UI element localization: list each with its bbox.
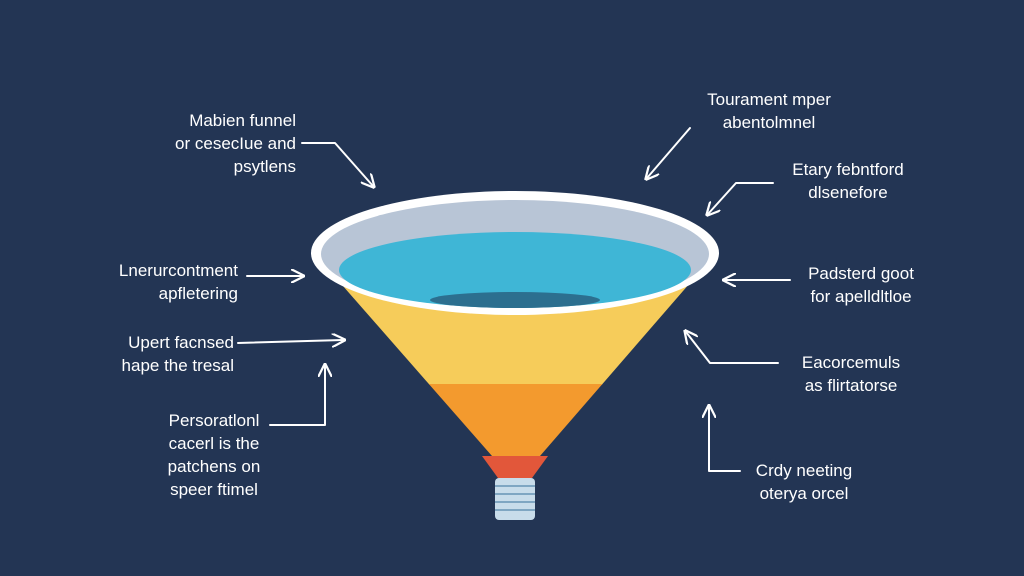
label-mid-right: Padsterd goot for apelldltloe: [790, 262, 932, 308]
label-line: dlsenefore: [808, 183, 888, 202]
label-top-right: Tourament mper abentolmnel: [686, 88, 852, 134]
arrow-upper-right: [708, 182, 774, 214]
label-line: Upert facnsed: [128, 333, 234, 352]
label-line: Crdy neeting: [755, 461, 853, 480]
funnel-spout: [495, 478, 535, 520]
label-mid-left: Lnerurcontment apfletering: [90, 259, 238, 305]
label-upper-right: Etary febntford dlsenefore: [774, 158, 922, 204]
arrow-bottom-left: [269, 366, 325, 426]
arrow-lower-left: [237, 340, 343, 343]
funnel-tip: [482, 456, 548, 478]
label-lower-left: Upert facnsed hape the tresal: [96, 331, 234, 377]
label-line: psytlens: [233, 157, 296, 176]
label-line: oterya orcel: [759, 484, 849, 503]
label-line: Persoratlonl: [168, 411, 260, 430]
funnel-liquid-shadow: [430, 292, 600, 308]
arrow-lower-right: [686, 332, 779, 364]
label-line: Eacorcemuls: [801, 353, 901, 372]
arrow-top-left: [301, 142, 373, 186]
label-top-left: Mabien funnel or cesecIue and psytlens: [150, 109, 296, 178]
label-lower-right: Eacorcemuls as flirtatorse: [782, 351, 920, 397]
label-line: patchens on: [167, 457, 261, 476]
arrow-top-right: [647, 127, 691, 178]
label-line: Tourament mper: [707, 90, 831, 109]
label-line: Mabien funnel: [189, 111, 296, 130]
label-line: Etary febntford: [792, 160, 904, 179]
funnel-band-orange: [314, 384, 716, 456]
label-bottom-right: Crdy neeting oterya orcel: [740, 459, 868, 505]
label-line: speer ftimel: [170, 480, 258, 499]
label-line: or cesecIue and: [175, 134, 296, 153]
label-line: Padsterd goot: [808, 264, 914, 283]
label-line: Lnerurcontment: [118, 261, 238, 280]
label-line: for apelldltloe: [810, 287, 912, 306]
label-line: apfletering: [158, 284, 238, 303]
funnel-liquid: [339, 232, 691, 308]
label-line: cacerl is the: [168, 434, 260, 453]
label-line: as flirtatorse: [804, 376, 898, 395]
label-line: abentolmnel: [722, 113, 816, 132]
label-bottom-left: Persoratlonl cacerl is the patchens on s…: [150, 409, 278, 501]
label-line: hape the tresal: [121, 356, 234, 375]
arrow-bottom-right: [709, 407, 741, 472]
